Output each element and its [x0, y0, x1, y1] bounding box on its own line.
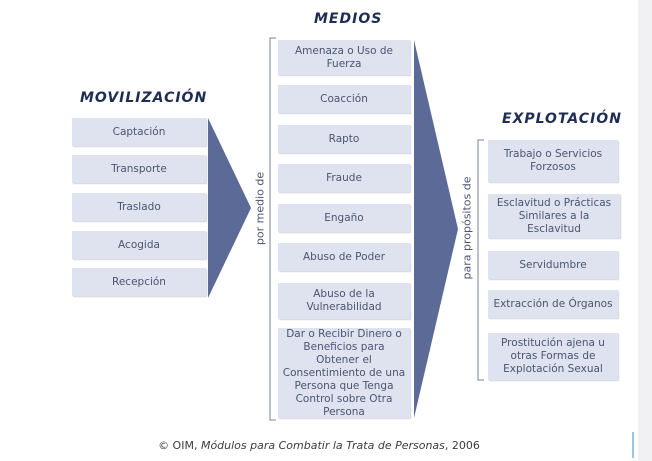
explotacion-bracket [477, 139, 484, 381]
medios-title: MEDIOS [314, 11, 383, 27]
movilizacion-item: Acogida [72, 231, 206, 259]
medios-item: Fraude [278, 164, 410, 192]
medios-item: Abuso de la Vulnerabilidad [278, 283, 410, 319]
explotacion-item: Trabajo o Servicios Forzosos [488, 140, 618, 182]
movilizacion-item: Traslado [72, 193, 206, 221]
medios-item: Amenaza o Uso de Fuerza [278, 40, 410, 75]
movilizacion-item: Recepción [72, 268, 206, 296]
source-caption: © OIM, Módulos para Combatir la Trata de… [0, 439, 638, 452]
caption-suffix: , 2006 [444, 439, 480, 452]
caption-prefix: © OIM, [158, 439, 201, 452]
movilizacion-title: MOVILIZACIÓN [80, 90, 208, 106]
scrollbar-track[interactable] [638, 0, 652, 461]
explotacion-item: Extracción de Órganos [488, 290, 618, 318]
medios-item: Rapto [278, 125, 410, 153]
medios-bracket [269, 37, 276, 421]
medios-item: Coacción [278, 85, 410, 113]
movilizacion-item: Captación [72, 118, 206, 146]
explotacion-item: Esclavitud o Prácticas Similares a la Es… [488, 194, 620, 238]
movilizacion-arrow [208, 118, 251, 298]
caption-title: Módulos para Combatir la Trata de Person… [200, 439, 445, 452]
movilizacion-item: Transporte [72, 155, 206, 183]
connector-por-medio-de: por medio de [253, 171, 267, 246]
medios-item: Dar o Recibir Dinero o Beneficios para O… [278, 328, 410, 418]
medios-item: Engaño [278, 204, 410, 232]
medios-arrow [414, 40, 458, 418]
scroll-indicator [632, 432, 634, 458]
connector-para-propositos-de: para propósitos de [460, 176, 474, 280]
explotacion-title: EXPLOTACIÓN [502, 111, 622, 127]
medios-item: Abuso de Poder [278, 243, 410, 271]
explotacion-item: Prostitución ajena u otras Formas de Exp… [488, 333, 618, 380]
explotacion-item: Servidumbre [488, 251, 618, 279]
